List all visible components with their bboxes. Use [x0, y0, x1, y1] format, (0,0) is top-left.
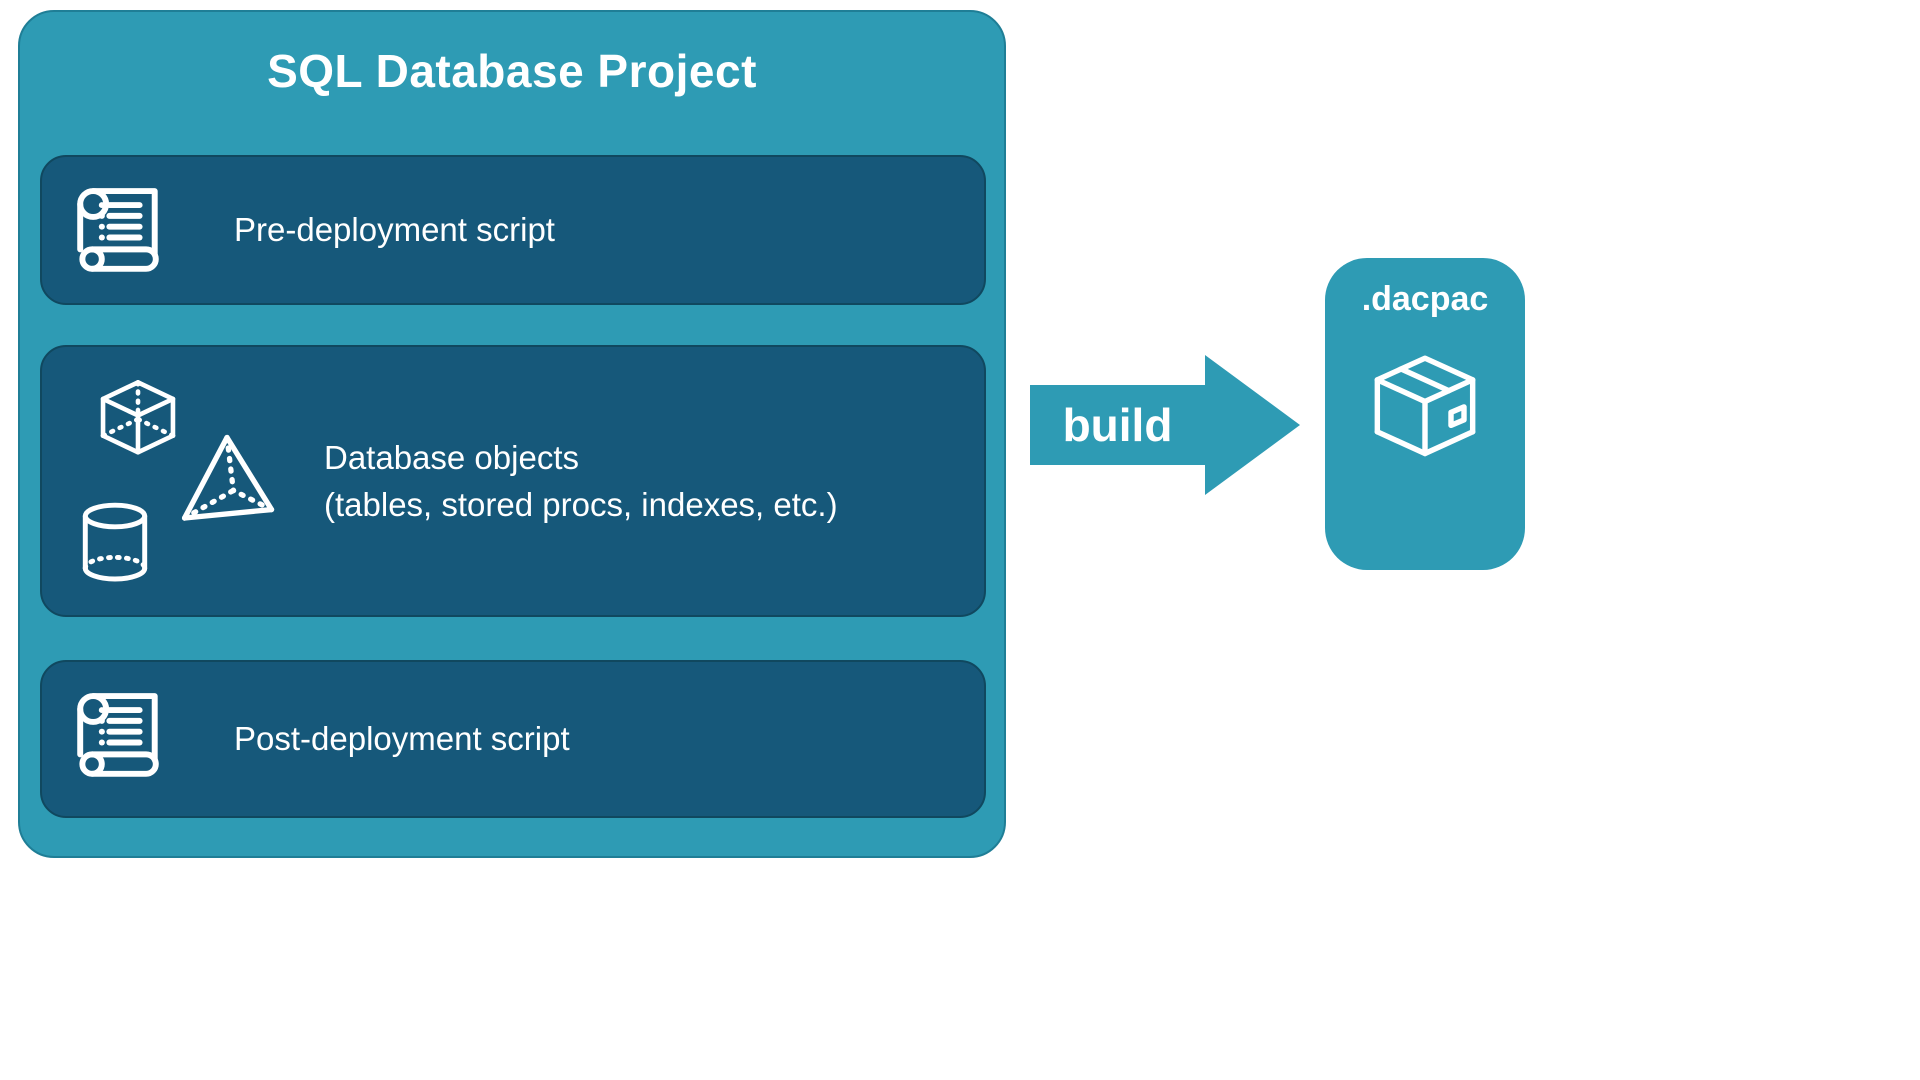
cylinder-icon [82, 502, 148, 582]
scroll-icon [77, 188, 159, 272]
panel-database-objects: Database objects (tables, stored procs, … [40, 345, 986, 617]
build-arrow [1030, 355, 1300, 495]
package-icon [1374, 355, 1476, 457]
build-arrow-label: build [1062, 399, 1173, 451]
scroll-icon [77, 693, 159, 777]
panel-post-label: Post-deployment script [234, 720, 570, 757]
panel-pre-label: Pre-deployment script [234, 211, 555, 248]
panel-post-deployment: Post-deployment script [40, 660, 986, 818]
panel-objects-label-line1: Database objects [324, 439, 579, 476]
cube-icon [100, 380, 176, 455]
sql-database-project-container: SQL Database Project Pre-deployment scri… [18, 10, 1006, 858]
pyramid-icon [181, 434, 275, 521]
panel-pre-deployment: Pre-deployment script [40, 155, 986, 305]
dacpac-label: .dacpac [1361, 280, 1489, 318]
diagram-title: SQL Database Project [267, 45, 757, 97]
dacpac-card: .dacpac [1325, 258, 1525, 570]
panel-objects-label: Database objects (tables, stored procs, … [324, 434, 838, 528]
panel-objects-label-line2: (tables, stored procs, indexes, etc.) [324, 486, 838, 523]
